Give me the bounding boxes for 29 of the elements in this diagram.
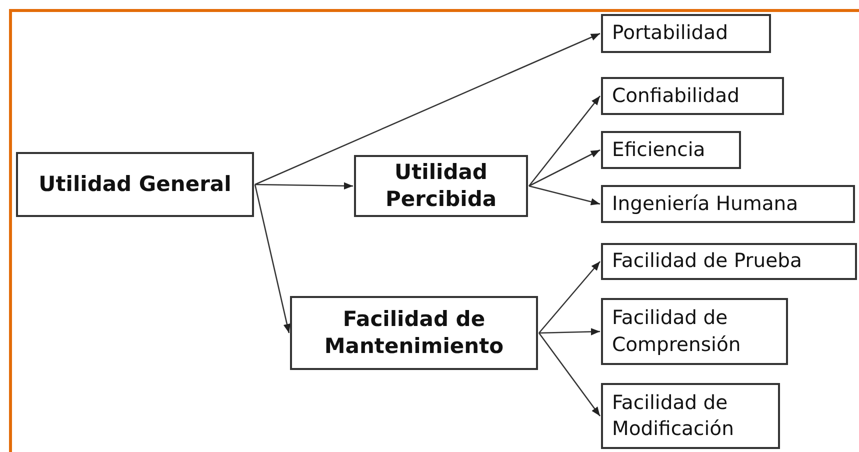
node-label: Confiabilidad bbox=[612, 82, 740, 109]
arrow bbox=[254, 32, 600, 186]
node-label: Eficiencia bbox=[612, 136, 706, 163]
attribute-box bbox=[601, 77, 784, 115]
attribute-box bbox=[601, 243, 857, 280]
node-label: Facilidad de Prueba bbox=[612, 248, 802, 274]
arrow bbox=[254, 182, 354, 190]
category-box bbox=[290, 296, 538, 370]
arrow bbox=[528, 96, 601, 186]
attribute-box bbox=[601, 185, 855, 223]
node-label: Utilidad Percibida bbox=[384, 158, 498, 213]
attribute-box bbox=[601, 14, 771, 53]
attribute-box bbox=[601, 383, 780, 449]
arrow bbox=[528, 149, 600, 187]
node-label: Utilidad General bbox=[38, 170, 232, 198]
arrow bbox=[538, 261, 600, 334]
arrow bbox=[538, 328, 600, 336]
category-box bbox=[16, 152, 254, 217]
node-label: Facilidad de Modificación bbox=[612, 390, 735, 442]
attribute-box bbox=[601, 131, 741, 169]
node-label: Facilidad de Comprensión bbox=[612, 305, 742, 358]
category-box bbox=[354, 155, 528, 217]
arrow bbox=[538, 332, 601, 416]
arrow bbox=[528, 185, 600, 206]
node-label: Facilidad de Mantenimiento bbox=[323, 306, 505, 360]
node-label: Ingeniería Humana bbox=[612, 190, 798, 217]
attribute-box bbox=[601, 298, 788, 365]
arrow bbox=[254, 184, 291, 334]
node-label: Portabilidad bbox=[612, 20, 728, 46]
